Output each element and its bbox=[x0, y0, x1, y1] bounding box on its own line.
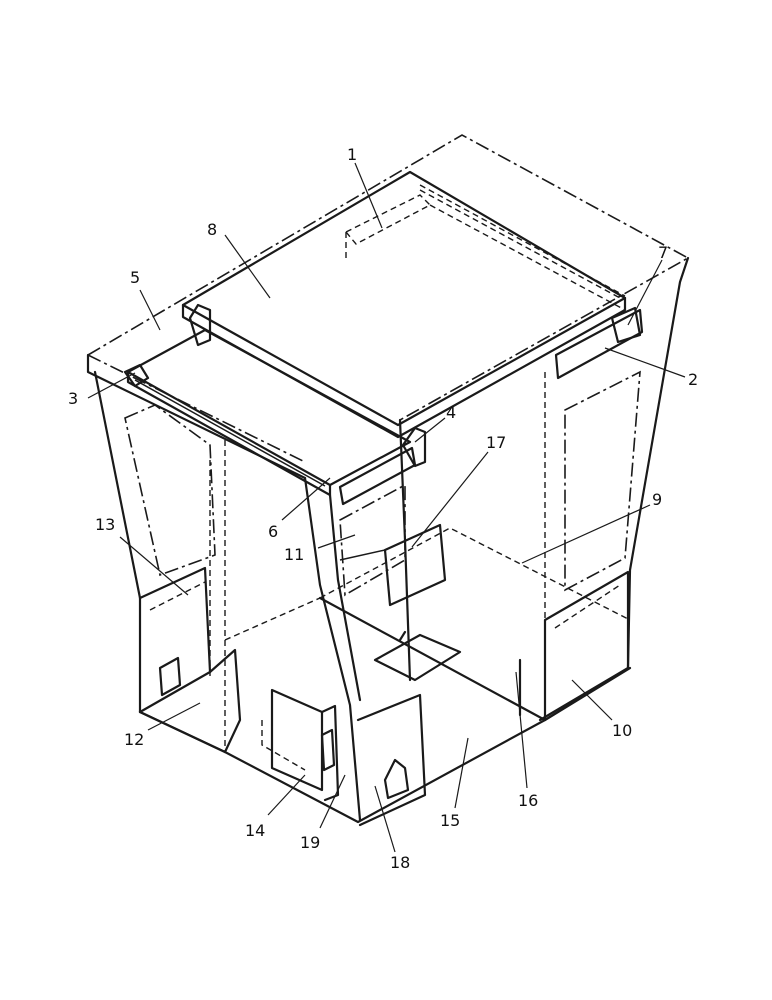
callout-4: 4 bbox=[446, 403, 456, 422]
roof-outline bbox=[86, 134, 690, 480]
callout-18: 18 bbox=[390, 853, 410, 872]
callouts: 1 2 3 4 5 6 7 8 9 10 11 12 13 14 15 16 1 bbox=[68, 145, 698, 872]
callout-13: 13 bbox=[95, 515, 115, 534]
callout-14: 14 bbox=[245, 821, 265, 840]
callout-15: 15 bbox=[440, 811, 460, 830]
side-rails bbox=[338, 308, 644, 506]
lower-compartments bbox=[138, 566, 630, 827]
callout-6: 6 bbox=[268, 522, 278, 541]
callout-3: 3 bbox=[68, 389, 78, 408]
callout-9: 9 bbox=[652, 490, 662, 509]
callout-7: 7 bbox=[658, 243, 668, 262]
hidden-rails bbox=[344, 189, 626, 311]
callout-17: 17 bbox=[486, 433, 506, 452]
roof-panel bbox=[181, 170, 627, 439]
console bbox=[339, 523, 447, 607]
callout-8: 8 bbox=[207, 220, 217, 239]
callout-1: 1 bbox=[347, 145, 357, 164]
callout-11: 11 bbox=[284, 545, 304, 564]
callout-12: 12 bbox=[124, 730, 144, 749]
callout-19: 19 bbox=[300, 833, 320, 852]
callout-10: 10 bbox=[612, 721, 632, 740]
brackets bbox=[123, 303, 642, 468]
callout-5: 5 bbox=[130, 268, 140, 287]
callout-2: 2 bbox=[688, 370, 698, 389]
callout-16: 16 bbox=[518, 791, 538, 810]
